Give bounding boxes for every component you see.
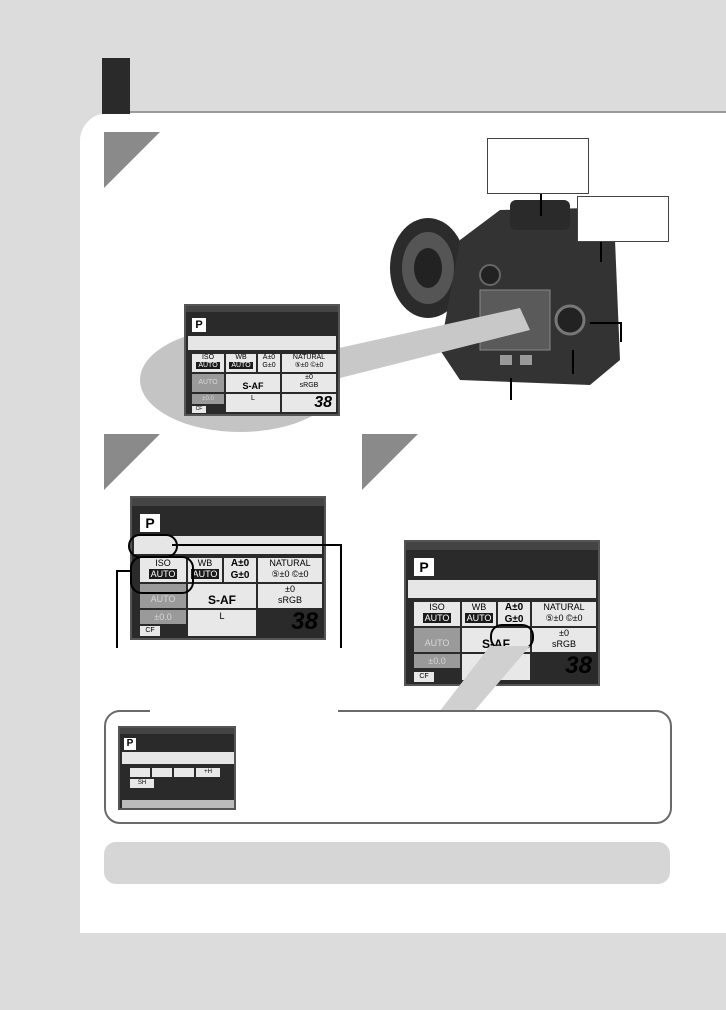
shooting-mode: P	[124, 738, 136, 750]
flash-mode: AUTO	[414, 628, 460, 652]
note-bar	[104, 842, 670, 884]
flash-compensation: ±0.0	[192, 394, 224, 404]
remaining-shots: 38	[314, 394, 332, 411]
zoom-connector	[436, 646, 530, 716]
leader-line	[620, 322, 622, 342]
leader-line	[340, 544, 342, 648]
record-quality: L	[226, 394, 280, 412]
card-indicator: CF	[192, 406, 206, 413]
flash-compensation: ±0.0	[414, 654, 460, 668]
leader-line	[116, 570, 118, 648]
shooting-mode: P	[414, 558, 434, 576]
shooting-mode: P	[192, 318, 206, 332]
section-marker	[102, 58, 130, 114]
flash-mode: AUTO	[140, 584, 186, 608]
callout-box-1	[487, 138, 589, 194]
leader-line	[116, 570, 132, 572]
af-mode: S-AF	[226, 374, 280, 392]
card-indicator: CF	[414, 672, 434, 682]
panel-title-gap	[150, 708, 338, 712]
step-1-marker	[104, 132, 160, 188]
flash-mode: AUTO	[192, 374, 224, 392]
highlight-circle-iso	[130, 556, 194, 594]
drive-menu-screen: P +H SH	[118, 726, 236, 810]
record-quality: L	[188, 610, 256, 636]
drive-option-3[interactable]	[174, 768, 194, 777]
header-rule	[130, 111, 726, 113]
drive-option-single[interactable]	[130, 768, 150, 777]
leader-line	[590, 322, 620, 324]
callout-box-2	[577, 196, 669, 242]
leader-line	[172, 544, 340, 546]
step-3-marker	[362, 434, 418, 490]
oval-connector	[330, 308, 530, 378]
drive-option-sh[interactable]: SH	[130, 779, 154, 788]
highlight-circle-info	[128, 534, 178, 558]
drive-option-2[interactable]	[152, 768, 172, 777]
leader-line	[510, 378, 512, 400]
drive-option-4[interactable]: +H	[196, 768, 220, 777]
af-mode: S-AF	[188, 584, 256, 608]
remaining-shots: 38	[565, 652, 592, 679]
leader-line	[600, 242, 602, 262]
remaining-shots: 38	[291, 608, 318, 635]
flash-compensation: ±0.0	[140, 610, 186, 624]
leader-line	[572, 350, 574, 374]
leader-line	[540, 194, 542, 216]
step-2-marker	[104, 434, 160, 490]
menu-footer	[122, 800, 234, 808]
shooting-mode: P	[140, 514, 160, 532]
card-indicator: CF	[140, 626, 160, 636]
